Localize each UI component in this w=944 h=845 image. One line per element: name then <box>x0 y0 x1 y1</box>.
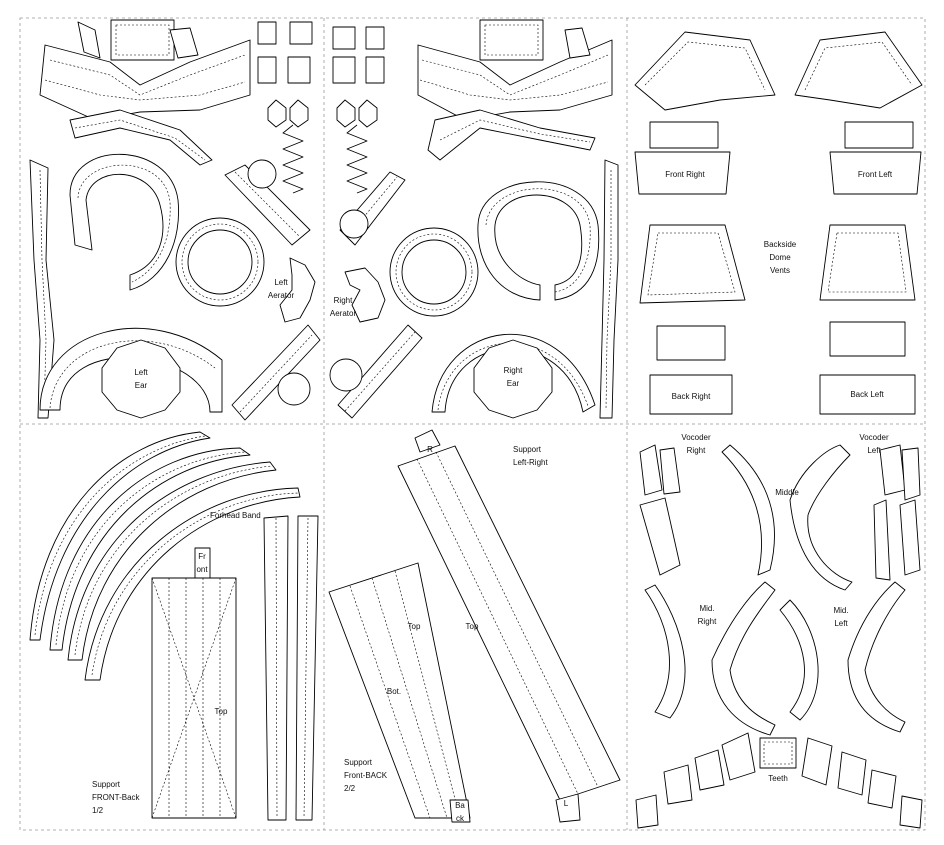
panel-borders <box>19 17 926 831</box>
l-label: L <box>563 799 569 808</box>
forhead-band-label: Forhead Band <box>210 511 261 520</box>
support-lr-line-1: Support <box>513 445 542 454</box>
right-aerator-label: Right Aerator <box>328 294 358 320</box>
top-label-c: Top <box>465 622 479 631</box>
right-ear-line-1: Right <box>503 366 523 375</box>
mid-left-line-1: Mid. <box>833 606 849 615</box>
support-1-line-2: FRONT-Back <box>92 793 140 802</box>
vocoder-left-line-1: Vocoder <box>859 433 889 442</box>
mid-left-label: Mid. Left <box>828 604 854 630</box>
left-aerator-line-2: Aerator <box>267 291 295 300</box>
back-tab-line-2: ck <box>456 814 464 823</box>
left-ear-line-1: Left <box>134 368 148 377</box>
top-label-b: Top <box>407 622 421 631</box>
backside-dome-vents-label: Backside Dome Vents <box>760 238 800 277</box>
vocoder-left-line-2: Left <box>867 446 881 455</box>
left-aerator-line-1: Left <box>274 278 288 287</box>
right-ear-label: Right Ear <box>498 364 528 390</box>
vocoder-right-line-2: Right <box>686 446 706 455</box>
vocoder-left-label: Vocoder Left <box>858 431 890 457</box>
mid-left-line-2: Left <box>834 619 848 628</box>
support-2-line-2: Front-BACK <box>344 771 388 780</box>
mid-right-line-1: Mid. <box>699 604 715 613</box>
top-middle-panel-parts <box>329 19 619 419</box>
right-aerator-line-2: Aerator <box>329 309 357 318</box>
bottom-middle-panel-parts <box>328 429 621 823</box>
r-label: R <box>427 445 433 454</box>
back-tab-label: Ba ck <box>452 799 468 825</box>
vocoder-right-label: Vocoder Right <box>680 431 712 457</box>
back-right-label: Back Right <box>671 392 711 401</box>
teeth-label: Teeth <box>768 774 788 783</box>
support-2-line-1: Support <box>344 758 373 767</box>
bot-label: Bot. <box>386 687 402 696</box>
mid-right-label: Mid. Right <box>694 602 720 628</box>
support-front-back-2-label: Support Front-BACK 2/2 <box>344 756 387 795</box>
bottom-right-panel-parts <box>635 444 923 829</box>
backside-line: Backside <box>763 240 797 249</box>
front-right-label: Front Right <box>665 170 705 179</box>
left-ear-label: Left Ear <box>126 366 156 392</box>
top-label-a: Top <box>214 707 228 716</box>
back-left-label: Back Left <box>850 390 884 399</box>
support-lr-line-2: Left-Right <box>513 458 548 467</box>
support-1-line-1: Support <box>92 780 121 789</box>
mid-right-line-2: Right <box>697 617 717 626</box>
support-2-line-3: 2/2 <box>344 784 356 793</box>
front-tab-line-2: ont <box>196 565 208 574</box>
vents-line: Vents <box>769 266 790 275</box>
front-left-label: Front Left <box>857 170 893 179</box>
support-1-line-3: 1/2 <box>92 806 104 815</box>
vocoder-right-line-1: Vocoder <box>681 433 711 442</box>
top-left-panel-parts <box>29 19 321 421</box>
left-ear-line-2: Ear <box>134 381 148 390</box>
support-left-right-label: Support Left-Right <box>513 443 548 469</box>
top-right-panel-parts <box>634 31 923 415</box>
support-front-back-1-label: Support FRONT-Back 1/2 <box>92 778 140 817</box>
right-ear-line-2: Ear <box>506 379 520 388</box>
back-tab-line-1: Ba <box>455 801 465 810</box>
dome-line: Dome <box>769 253 791 262</box>
right-aerator-line-1: Right <box>333 296 353 305</box>
left-aerator-label: Left Aerator <box>266 276 296 302</box>
front-tab-label: Fr ont <box>192 550 212 576</box>
middle-label: Middle <box>775 488 799 497</box>
bottom-left-panel-parts <box>29 431 319 821</box>
front-tab-line-1: Fr <box>198 552 206 561</box>
